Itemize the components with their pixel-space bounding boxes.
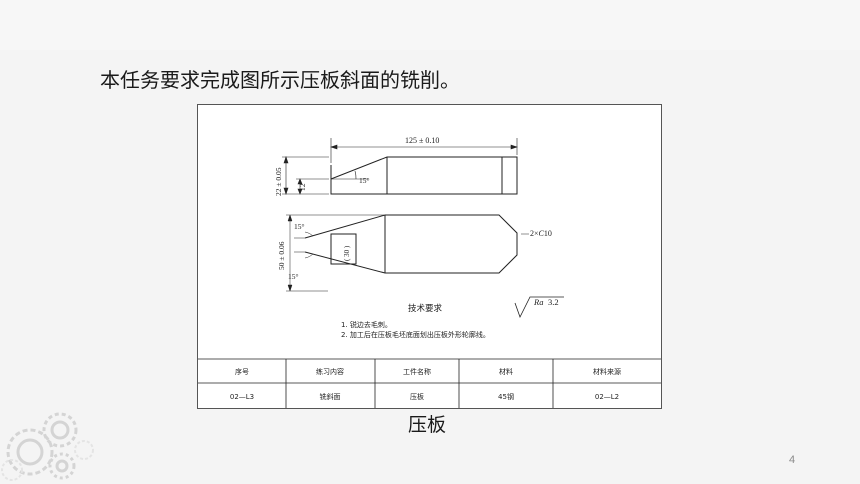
- drawing-canvas: 125 ± 0.10 22 ± 0.05 12 15°: [198, 136, 661, 408]
- technical-drawing: 125 ± 0.10 22 ± 0.05 12 15°: [197, 104, 662, 409]
- tech-requirements-title: 技术要求: [408, 303, 443, 314]
- angle-top-label: 15°: [359, 176, 370, 185]
- dim-length-label: 125 ± 0.10: [405, 136, 439, 145]
- table-row: 02—L3 铣斜面 压板 45钢 02—L2: [230, 392, 619, 401]
- note-2: 2. 加工后在压板毛坯底面划出压板外形轮廓线。: [341, 330, 490, 339]
- intro-text: 本任务要求完成图所示压板斜面的铣削。: [100, 68, 460, 92]
- table-cell: 45钢: [498, 392, 514, 401]
- chamfer-label: 2×C10: [530, 229, 552, 238]
- plan-view-construction: [286, 214, 529, 292]
- plan-view-pocket: [330, 233, 357, 265]
- page-number: 4: [789, 454, 796, 466]
- roughness-value: 3.2: [548, 297, 559, 307]
- note-1: 1. 锐边去毛刺。: [341, 320, 392, 329]
- dim-height-top-label: 22 ± 0.05: [274, 167, 283, 196]
- table-cell: 铣斜面: [320, 392, 341, 401]
- gear-decoration-icon: [1, 412, 94, 481]
- table-header-cell: 材料来源: [593, 367, 621, 376]
- angle-plan-lower-label: 15°: [288, 272, 299, 281]
- plan-view-outline: [304, 214, 518, 274]
- table-header-row: 序号 练习内容 工件名称 材料 材料来源: [235, 367, 621, 376]
- table-header-cell: 练习内容: [316, 367, 344, 376]
- table-cell: 02—L2: [595, 393, 619, 401]
- side-view: [330, 156, 518, 195]
- title-block: [198, 358, 661, 408]
- header-band: [0, 0, 860, 50]
- roughness-symbol: [514, 296, 564, 319]
- angle-plan-upper-label: 15°: [294, 222, 305, 231]
- table-header-cell: 材料: [499, 367, 513, 376]
- table-cell: 02—L3: [230, 393, 254, 401]
- figure-caption: 压板: [408, 414, 447, 436]
- angle-arc-top: [354, 170, 357, 180]
- table-header-cell: 工件名称: [403, 367, 431, 376]
- table-cell: 压板: [410, 392, 424, 401]
- dim-length: [330, 138, 518, 163]
- dim-ref-label: ( 30 ): [343, 245, 351, 261]
- roughness-symbol-label: Ra: [533, 297, 543, 307]
- dim-step-label: 12: [298, 183, 307, 191]
- table-header-cell: 序号: [235, 367, 249, 376]
- dim-width-label: 50 ± 0.06: [277, 241, 286, 270]
- dim-height-top: [282, 156, 329, 195]
- plan-view: [304, 214, 518, 274]
